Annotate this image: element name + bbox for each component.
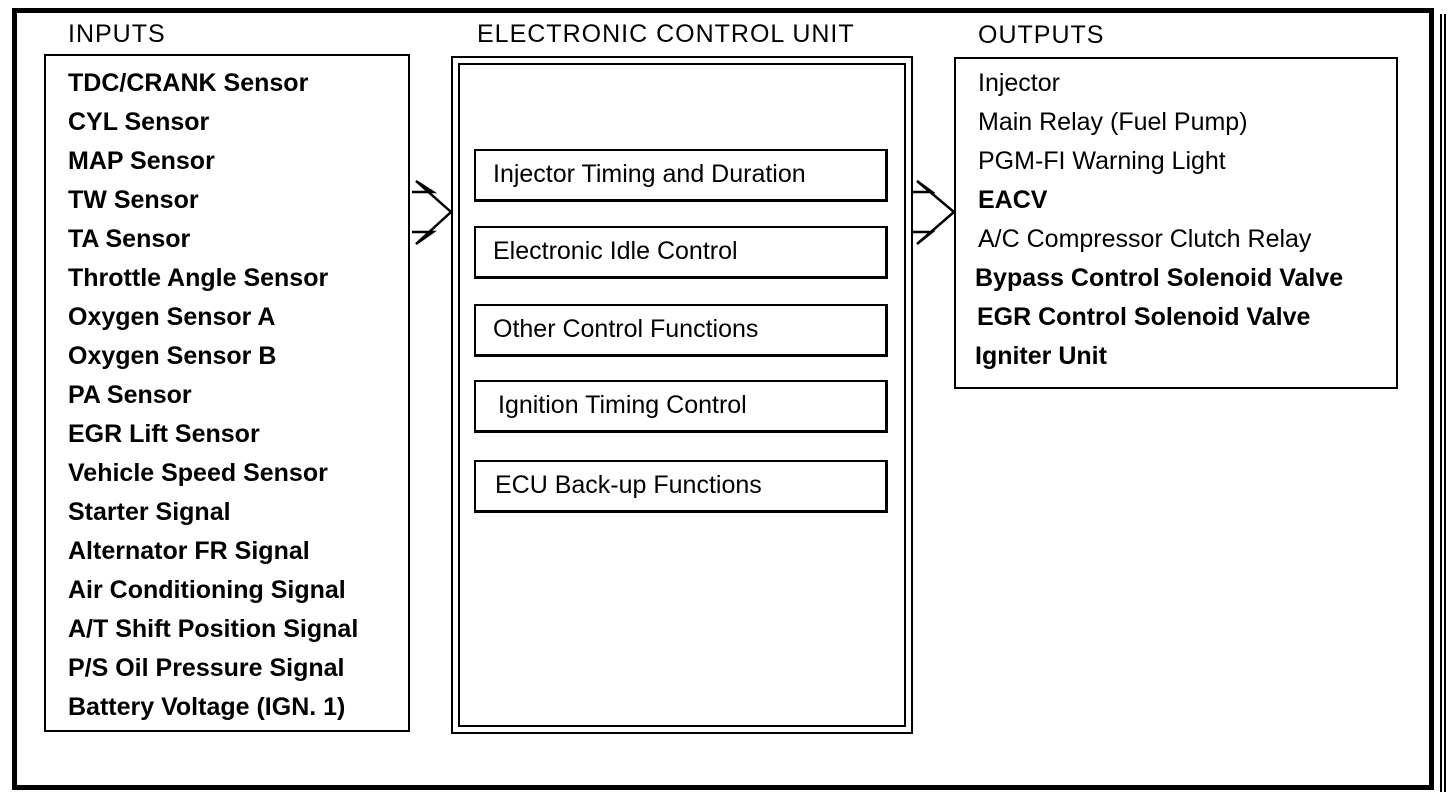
ecu-function-box: Ignition Timing Control [474, 380, 888, 433]
input-item: Battery Voltage (IGN. 1) [68, 693, 346, 721]
input-item: TDC/CRANK Sensor [68, 69, 309, 97]
input-item: PA Sensor [68, 381, 192, 409]
input-item: P/S Oil Pressure Signal [68, 654, 345, 682]
input-item: Starter Signal [68, 498, 231, 526]
output-item: EGR Control Solenoid Valve [977, 303, 1311, 331]
output-item: Main Relay (Fuel Pump) [978, 108, 1248, 136]
ecu-function-box: Injector Timing and Duration [474, 149, 888, 202]
diagram-frame [12, 8, 1434, 790]
outputs-list: Injector Main Relay (Fuel Pump) PGM-FI W… [975, 64, 1344, 376]
ecu-heading: ELECTRONIC CONTROL UNIT [477, 20, 855, 48]
ecu-function-box: ECU Back-up Functions [474, 460, 888, 513]
input-item: Oxygen Sensor B [68, 342, 277, 370]
ecu-outer-box [451, 56, 913, 734]
ecu-function-box: Other Control Functions [474, 304, 888, 357]
inputs-heading: INPUTS [68, 20, 166, 48]
inputs-box [44, 54, 410, 732]
ecu-function-box: Electronic Idle Control [474, 226, 888, 279]
ecu-to-outputs-arrow [913, 179, 956, 245]
output-item: A/C Compressor Clutch Relay [978, 225, 1312, 253]
input-item: EGR Lift Sensor [68, 420, 260, 448]
input-item: Vehicle Speed Sensor [68, 459, 328, 487]
input-item: Alternator FR Signal [68, 537, 310, 565]
inputs-to-ecu-arrow [412, 179, 453, 246]
ecu-inner-box [458, 63, 906, 727]
input-item: TW Sensor [68, 186, 199, 214]
input-item: CYL Sensor [68, 108, 210, 136]
output-item: PGM-FI Warning Light [978, 147, 1226, 175]
input-item: Air Conditioning Signal [68, 576, 346, 604]
input-item: Oxygen Sensor A [68, 303, 276, 331]
input-item: MAP Sensor [68, 147, 215, 175]
inputs-list: TDC/CRANK Sensor CYL Sensor MAP Sensor T… [68, 64, 358, 727]
outputs-box [954, 57, 1398, 389]
output-item: Igniter Unit [975, 342, 1107, 370]
output-item: Bypass Control Solenoid Valve [975, 264, 1344, 292]
input-item: TA Sensor [68, 225, 191, 253]
output-item: Injector [978, 69, 1060, 97]
outputs-heading: OUTPUTS [978, 21, 1105, 49]
input-item: Throttle Angle Sensor [68, 264, 329, 292]
output-item: EACV [978, 186, 1048, 214]
input-item: A/T Shift Position Signal [68, 615, 359, 643]
frame-edge [1440, 14, 1446, 792]
